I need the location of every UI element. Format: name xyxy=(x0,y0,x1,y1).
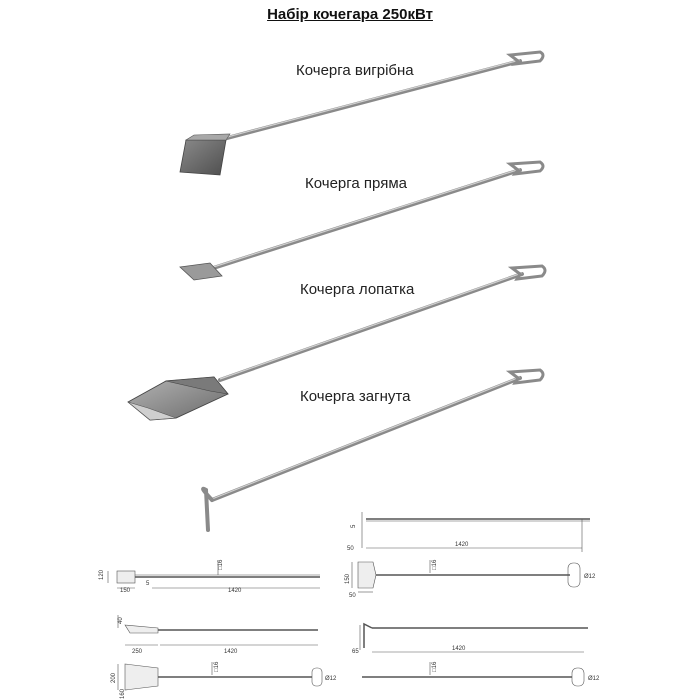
poker-zagnuta-render xyxy=(201,368,545,532)
dim-zagnuta-top-d4: Ø12 xyxy=(584,574,596,580)
drawing-pryama xyxy=(361,512,590,552)
tool-label-pryama: Кочерга пряма xyxy=(305,175,407,192)
dim-pryama-d2: 50 xyxy=(347,546,354,552)
poker-lopatka-render xyxy=(127,264,547,421)
poker-vygribna-render xyxy=(179,50,545,176)
dim-lopatka-top-d3: □16 xyxy=(214,661,220,672)
dim-vygribna-d5: □16 xyxy=(218,559,224,570)
drawing-lopatka-top xyxy=(117,662,323,691)
drawing-vygribna xyxy=(107,560,320,589)
dim-vygribna-d3: 5 xyxy=(146,581,150,587)
dim-lopatka-top-d4: Ø12 xyxy=(325,676,337,682)
dim-lopatka-side-d3: 1420 xyxy=(224,649,238,655)
dim-vygribna-d1: 120 xyxy=(99,569,105,580)
tool-label-vygribna: Кочерга вигрібна xyxy=(296,62,414,79)
dim-vygribna-d4: 1420 xyxy=(228,588,242,594)
drawing-zagnuta-side xyxy=(359,622,588,653)
drawing-zagnuta-top xyxy=(351,560,581,593)
dim-lopatka-top-d1: 200 xyxy=(111,672,117,683)
dim-zagnuta-bottom-d2: Ø12 xyxy=(588,676,600,682)
dim-zagnuta-side-d2: 1420 xyxy=(452,646,466,652)
page-title: Набір кочегара 250кВт xyxy=(267,6,433,23)
poker-pryama-render xyxy=(179,160,545,281)
dim-pryama-d3: 1420 xyxy=(455,542,469,548)
dim-lopatka-side-d1: 40 xyxy=(118,617,124,624)
dimension-labels: 120 150 5 1420 □16 5 50 1420 150 50 □16 … xyxy=(99,524,600,699)
dim-zagnuta-side-d1: 65 xyxy=(352,649,359,655)
dim-zagnuta-top-d3: □16 xyxy=(432,559,438,570)
dim-zagnuta-bottom-d1: □16 xyxy=(432,661,438,672)
dim-vygribna-d2: 150 xyxy=(120,588,131,594)
dim-lopatka-top-d2: 160 xyxy=(120,688,126,699)
drawing-zagnuta-bottom xyxy=(362,662,585,687)
dim-lopatka-side-d2: 250 xyxy=(132,649,143,655)
dim-zagnuta-top-d2: 50 xyxy=(349,593,356,599)
drawing-lopatka-side xyxy=(117,615,318,646)
tool-label-lopatka: Кочерга лопатка xyxy=(300,281,415,298)
tool-label-zagnuta: Кочерга загнута xyxy=(300,388,411,405)
dim-zagnuta-top-d1: 150 xyxy=(345,573,351,584)
dim-pryama-d1: 5 xyxy=(351,524,357,528)
